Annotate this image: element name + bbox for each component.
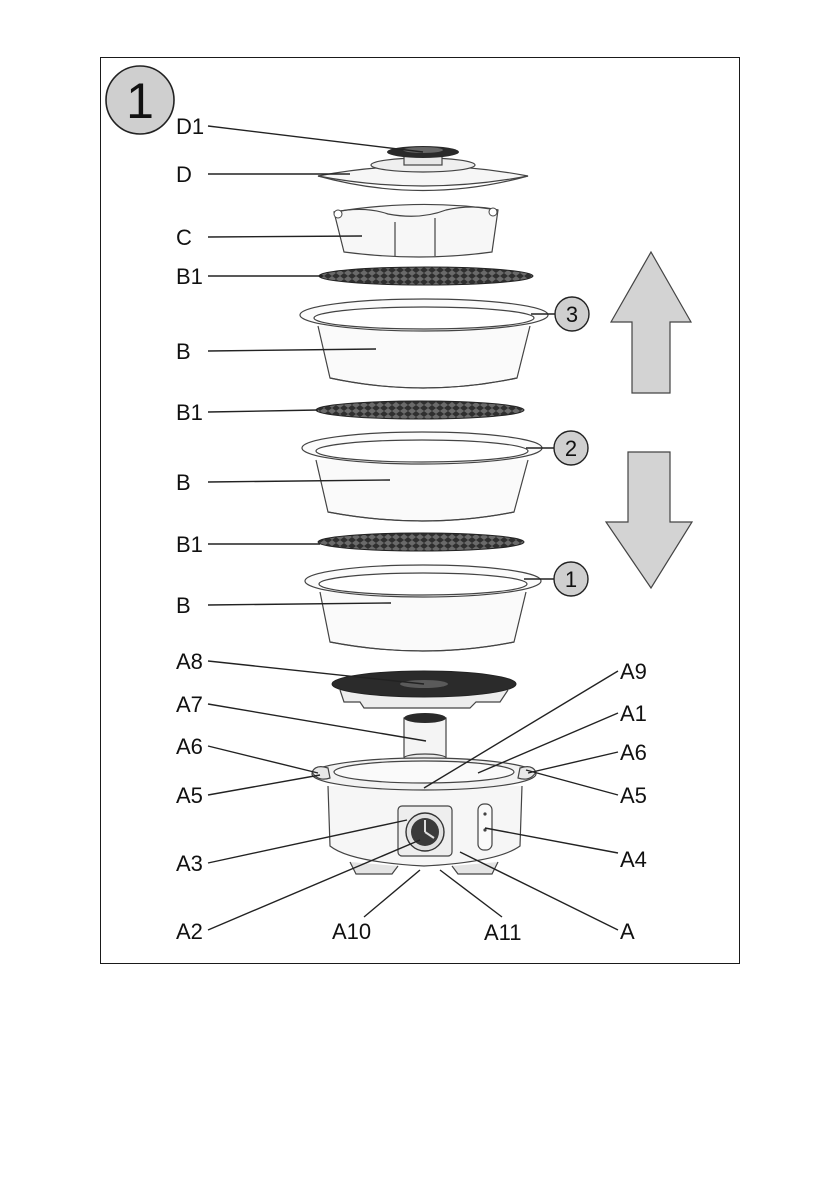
steamer-basket-b-low <box>305 565 541 651</box>
lid-d <box>318 155 528 191</box>
figure-number-badge: 1 <box>106 66 174 134</box>
label-a4: A4 <box>620 847 647 872</box>
label-a5-left: A5 <box>176 783 203 808</box>
aroma-cylinder-a7 <box>404 713 446 762</box>
label-d: D <box>176 162 192 187</box>
label-a3: A3 <box>176 851 203 876</box>
label-b1-mid: B1 <box>176 400 203 425</box>
label-a6-right: A6 <box>620 740 647 765</box>
label-a1: A1 <box>620 701 647 726</box>
label-a8: A8 <box>176 649 203 674</box>
label-a: A <box>620 919 635 944</box>
label-a11: A11 <box>484 920 522 945</box>
label-c: C <box>176 225 192 250</box>
level-badge-2: 2 <box>526 431 588 465</box>
level-number-1: 1 <box>565 567 577 592</box>
label-b-mid: B <box>176 470 191 495</box>
steam-grid-b1-low <box>318 533 524 551</box>
label-a6-left: A6 <box>176 734 203 759</box>
level-badge-3: 3 <box>531 297 589 331</box>
up-arrow <box>611 252 691 393</box>
figure-number: 1 <box>126 73 154 129</box>
label-b1-low: B1 <box>176 532 203 557</box>
label-a7: A7 <box>176 692 203 717</box>
down-arrow <box>606 452 692 588</box>
label-a9: A9 <box>620 659 647 684</box>
label-b1-top: B1 <box>176 264 203 289</box>
steam-grid-b1-top <box>319 267 533 285</box>
level-number-3: 3 <box>566 302 578 327</box>
rice-bowl-c <box>334 204 498 257</box>
steam-grid-b1-mid <box>316 401 524 419</box>
label-a2: A2 <box>176 919 203 944</box>
label-b-low: B <box>176 593 191 618</box>
steamer-basket-b-top <box>300 299 548 388</box>
label-a5-right: A5 <box>620 783 647 808</box>
label-d1: D1 <box>176 114 204 139</box>
level-number-2: 2 <box>565 436 577 461</box>
level-badge-1: 1 <box>524 562 588 596</box>
label-a10: A10 <box>332 919 371 944</box>
timer-dial-a2 <box>406 813 444 851</box>
label-b-top: B <box>176 339 191 364</box>
steamer-basket-b-mid <box>302 432 542 521</box>
